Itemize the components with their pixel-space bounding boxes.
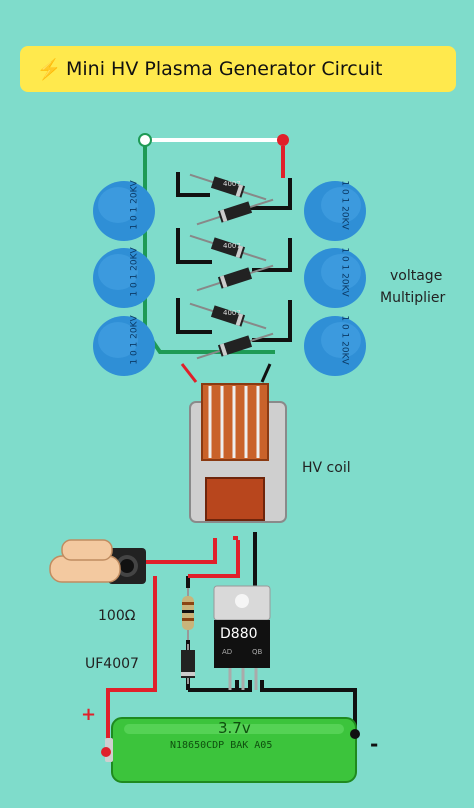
hv-coil: [180, 363, 287, 523]
resistor-label: 100Ω: [98, 608, 136, 624]
capacitor-marking-l1: 1 0 1 20KV: [129, 180, 140, 230]
capacitor-marking-r3: 1 0 1 20KV: [339, 315, 350, 365]
battery-plus-label: +: [81, 704, 97, 725]
multiplier-diodes: [189, 173, 274, 360]
transistor-pin2: QB: [252, 648, 263, 656]
finger-icon: [49, 539, 121, 583]
green-wire: [143, 146, 275, 354]
capacitors: [93, 181, 366, 376]
battery: [105, 717, 357, 783]
capacitor-left-1: [93, 181, 155, 241]
transistor-label: D880: [220, 626, 258, 642]
capacitor-marking-r2: 1 0 1 20KV: [339, 247, 350, 297]
multiplier-ladder: [176, 172, 292, 342]
hv-coil-label: HV coil: [302, 460, 351, 476]
capacitor-marking-r1: 1 0 1 20KV: [339, 180, 350, 230]
capacitor-right-3: [304, 316, 366, 376]
diode-label: UF4007: [85, 656, 139, 672]
diode-marking-2: 4007: [223, 242, 241, 250]
output-terminals: [138, 133, 289, 147]
battery-voltage: 3.7v: [218, 719, 251, 737]
d880-transistor: [213, 585, 271, 690]
capacitor-marking-l2: 1 0 1 20KV: [129, 247, 140, 297]
page-title: Mini HV Plasma Generator Circuit: [66, 58, 383, 80]
diode-marking-1: 4007: [223, 180, 241, 188]
diode-marking-3: 4007: [223, 309, 241, 317]
battery-model: N18650CDP BAK A05: [170, 740, 273, 751]
title-banner: ⚡ Mini HV Plasma Generator Circuit: [20, 46, 456, 92]
capacitor-left-2: [93, 248, 155, 308]
uf4007-diode: [181, 644, 195, 684]
multiplier-label-line2: Multiplier: [380, 290, 446, 306]
capacitor-marking-l3: 1 0 1 20KV: [129, 315, 140, 365]
capacitor-right-1: [304, 181, 366, 241]
lightning-icon: ⚡: [36, 58, 62, 81]
capacitor-left-3: [93, 316, 155, 376]
battery-minus-label: -: [370, 732, 379, 756]
lower-wiring: [106, 532, 357, 752]
capacitor-right-2: [304, 248, 366, 308]
transistor-pin1: AD: [222, 648, 233, 656]
multiplier-label-line1: voltage: [390, 268, 443, 284]
